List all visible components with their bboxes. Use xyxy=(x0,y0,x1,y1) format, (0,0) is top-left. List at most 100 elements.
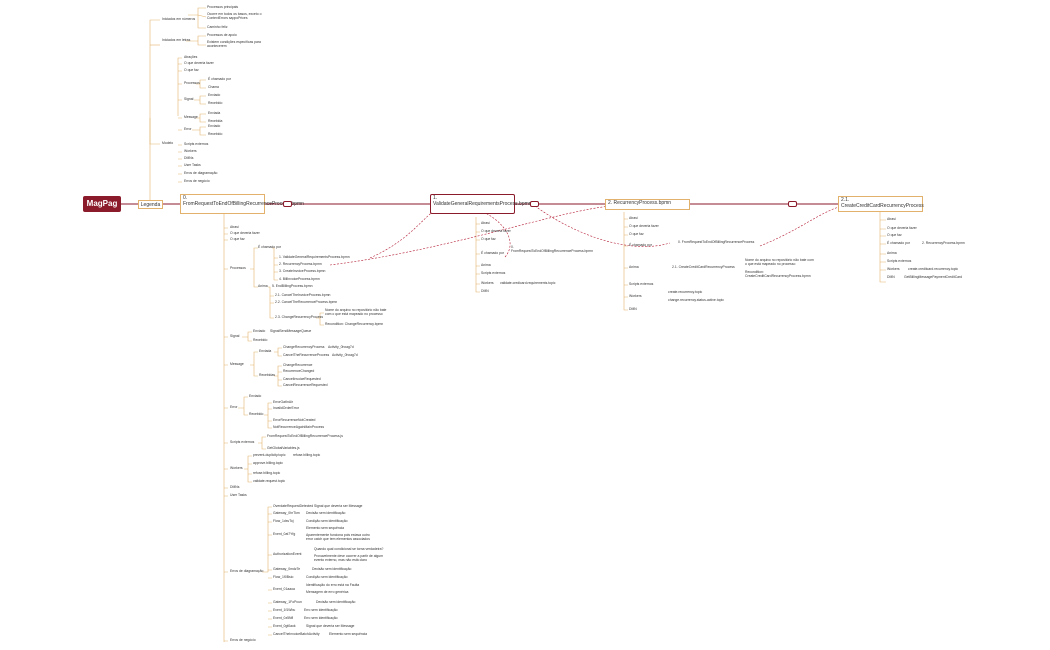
n1-item[interactable]: Workers xyxy=(481,281,494,285)
collapse-toggle[interactable] xyxy=(283,201,292,207)
legend-subitem: Processos xyxy=(184,81,200,85)
n0-item: Event_1f1Wbu xyxy=(273,608,296,612)
process-node-2[interactable]: 2. RecurrencyProcess.bpmn xyxy=(605,199,690,210)
n0-item: Event_0z5Nfl xyxy=(273,616,294,620)
n2-item[interactable]: Workers xyxy=(629,294,642,298)
n0-item[interactable]: Signal xyxy=(230,334,240,338)
legend-node[interactable]: Legenda xyxy=(138,200,163,209)
n21-item[interactable]: O que deveria fazer xyxy=(887,226,917,230)
n2-item: Nome do arquivo no repositório não bate … xyxy=(745,258,814,266)
n0-item[interactable]: 2.1. CancelTheInvoiceProcess.bpmn xyxy=(275,293,331,297)
n0-item: Condição sem identificação xyxy=(306,519,348,523)
n0-item[interactable]: Workers xyxy=(230,466,243,470)
root-node[interactable]: MagPag xyxy=(83,196,121,212)
n21-item[interactable]: Scripts externos xyxy=(887,259,912,263)
n0-item[interactable]: Enviada xyxy=(259,349,272,353)
legend-subitem: Processos principais xyxy=(207,5,239,9)
legend-item[interactable]: Iniciados em letras xyxy=(162,38,191,42)
legend-subitem: Atrações xyxy=(184,55,198,59)
legend-subitem: Enviado xyxy=(208,124,221,128)
n0-item: refuse.billing.topic xyxy=(293,453,321,457)
legend-subitem: Erros de negócio xyxy=(184,179,210,183)
n1-item[interactable]: Anima xyxy=(481,263,491,267)
n0-item[interactable]: Atrasi xyxy=(230,225,239,229)
legend-subitem: Workers xyxy=(184,149,197,153)
n0-item[interactable]: Recebido xyxy=(253,338,268,342)
n21-item[interactable]: DMN xyxy=(887,275,895,279)
n2-item[interactable]: O que deveria fazer xyxy=(629,224,659,228)
n0-item[interactable]: O que deveria fazer xyxy=(230,231,260,235)
n0-item[interactable]: 2.2. CancelTheRecurrenceProcess.bpmn xyxy=(275,300,338,304)
n1-item[interactable]: O que deveria fazer xyxy=(481,229,511,233)
n0-item: Decisão sem identificação xyxy=(316,600,356,604)
n21-item[interactable]: O que faz xyxy=(887,233,902,237)
collapse-toggle[interactable] xyxy=(530,201,539,207)
n0-item: Gateway_0mdzTe xyxy=(273,567,301,571)
n1-item[interactable]: DMN xyxy=(481,289,489,293)
n2-item[interactable]: É chamado por xyxy=(629,243,652,247)
collapse-toggle[interactable] xyxy=(788,201,797,207)
n0-item: InvalidOrderError xyxy=(273,406,300,410)
n1-item[interactable]: O que faz xyxy=(481,237,496,241)
n2-item[interactable]: Scripts externos xyxy=(629,282,654,286)
n1-item[interactable]: Scripts externos xyxy=(481,271,506,275)
n0-item[interactable]: Recebido xyxy=(249,412,264,416)
n2-item: Recondition: CreateCreditCardRecurrencyP… xyxy=(745,270,811,278)
process-node-2-1[interactable]: 2.1. CreateCreditCardRecurrencyProcess xyxy=(838,196,924,212)
n0-item: Activity_0hxag7d xyxy=(328,345,354,349)
n2-item[interactable]: Anima xyxy=(629,265,639,269)
n21-item[interactable]: Atrasi xyxy=(887,217,896,221)
n0-item[interactable]: Error xyxy=(230,405,238,409)
n0-item[interactable]: 1. ValidateGeneralRequirementsProcess.bp… xyxy=(279,255,350,259)
legend-item[interactable]: Iniciados em números xyxy=(162,17,196,21)
n0-item[interactable]: 5. EndBillingProcess.bpmn xyxy=(272,284,313,288)
legend-subitem: User Tasks xyxy=(184,163,201,167)
n2-item: create.recurrency.topic xyxy=(668,290,703,294)
n2-item[interactable]: Atrasi xyxy=(629,216,638,220)
n0-item[interactable]: Scripts externos xyxy=(230,440,255,444)
legend-item[interactable]: Modelo xyxy=(162,141,174,145)
n0-item[interactable]: É chamado por xyxy=(258,245,281,249)
n0-item: AuthorizationEvent xyxy=(273,552,302,556)
legend-subitem: Existem condições específicas para acont… xyxy=(207,40,261,48)
n2-item[interactable]: O que faz xyxy=(629,232,644,236)
n0-item[interactable]: DMNs xyxy=(230,485,240,489)
legend-subitem: O que faz xyxy=(184,68,199,72)
n0-item: Identificação do erro está na Faulta xyxy=(306,583,360,587)
n0-item: RecurrenceChanged xyxy=(283,369,315,373)
n1-item[interactable]: Atrasi xyxy=(481,221,490,225)
n0-item[interactable]: Enviado xyxy=(249,394,262,398)
n0-item[interactable]: Enviado xyxy=(253,329,266,333)
n0-item[interactable]: Processos xyxy=(230,266,246,270)
n0-item: Decisão sem identificação xyxy=(312,567,352,571)
n0-item[interactable]: 2. RecurrencyProcess.bpmn xyxy=(279,262,322,266)
n0-item: FromRequestToEndOfBillingRecurrenceProce… xyxy=(267,434,343,438)
process-node-0[interactable]: 0. FromRequestToEndOfBillingRecurrencePr… xyxy=(180,194,304,214)
legend-subitem: Signal xyxy=(184,97,194,101)
n21-item[interactable]: É chamado por xyxy=(887,241,910,245)
n0-item[interactable]: Message xyxy=(230,362,244,366)
legend-subitem: Recebido xyxy=(208,132,223,136)
n0-item: NotRecurrenceAgainMainProcess xyxy=(273,425,325,429)
n0-item[interactable]: 4. BillInvoiceProcess.bpmn xyxy=(279,277,320,281)
process-node-1[interactable]: 1. ValidateGeneralRequirementsProcess.bp… xyxy=(430,194,532,214)
n0-item[interactable]: Erros de diagramação xyxy=(230,569,264,573)
n0-item: CancelTheRecurrenceProcess xyxy=(283,353,330,357)
n21-item[interactable]: Workers xyxy=(887,267,900,271)
n21-item[interactable]: Anima xyxy=(887,251,897,255)
n0-item: ChangeRecurrence xyxy=(283,363,313,367)
n0-item[interactable]: 3. CreateInvoiceProcess.bpmn xyxy=(279,269,326,273)
n0-item[interactable]: 2.3. ChangeRecurrencyProcess xyxy=(275,315,324,319)
legend-subitem: Enviado xyxy=(208,93,221,97)
n2-item[interactable]: DMN xyxy=(629,307,637,311)
n0-item[interactable]: O que faz xyxy=(230,237,245,241)
n0-item[interactable]: User Tasks xyxy=(230,493,247,497)
n0-item: Activity_0hxag7d xyxy=(332,353,358,357)
n0-item[interactable]: Anima xyxy=(258,284,268,288)
n1-item[interactable]: É chamado por xyxy=(481,251,504,255)
n0-item[interactable]: Recebidas xyxy=(259,373,276,377)
n0-item[interactable]: Erros de negócio xyxy=(230,638,256,642)
n0-item: validate.request.topic xyxy=(253,479,286,483)
